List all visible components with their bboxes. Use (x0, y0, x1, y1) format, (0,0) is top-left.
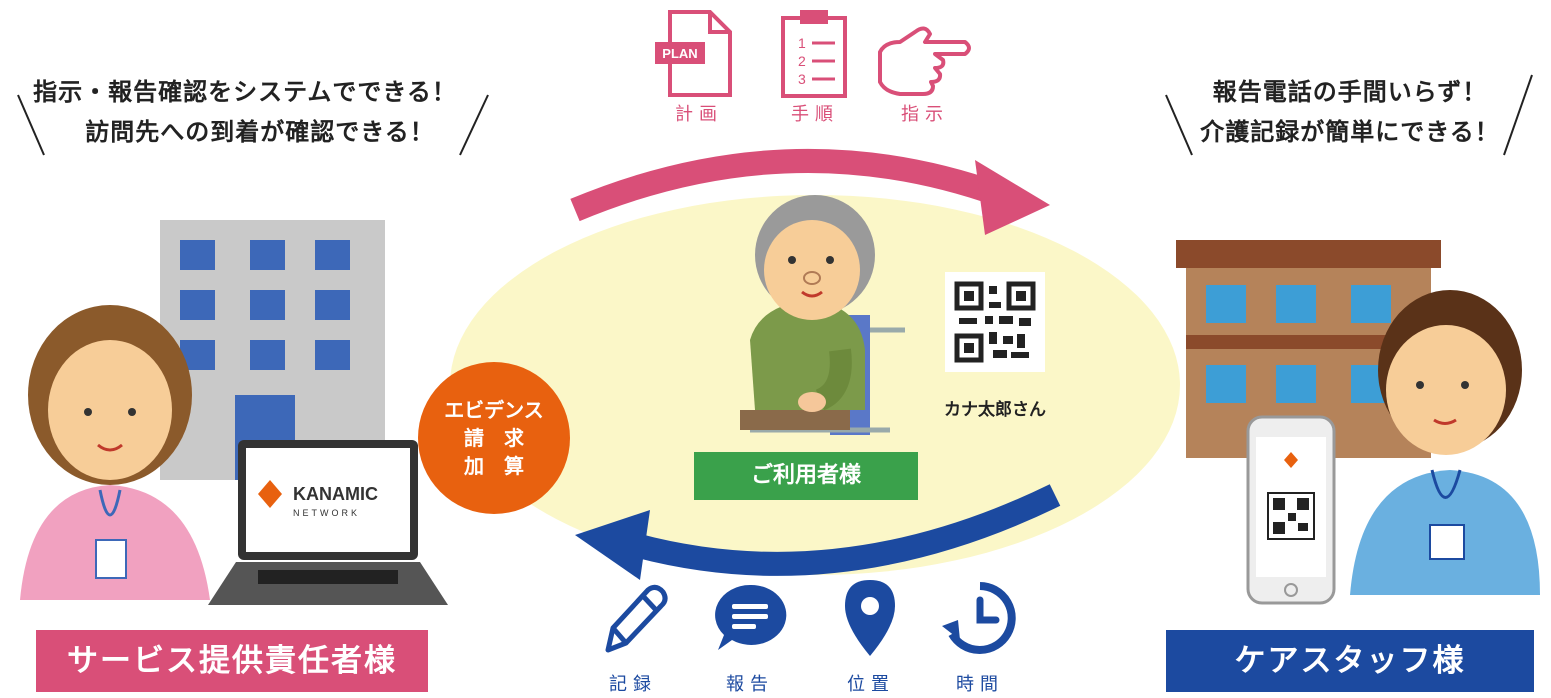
top-arrow (570, 148, 1005, 222)
svg-text:1: 1 (798, 35, 806, 51)
qr-code (945, 272, 1045, 372)
right-callout: 報告電話の手間いらず！ 介護記録が簡単にできる！ (1180, 72, 1520, 152)
care-staff-illustration (1350, 290, 1540, 595)
bottom-arrow (631, 484, 1061, 576)
left-callout-line1: 指示・報告確認をシステムでできる！ (33, 78, 457, 106)
location-label: 位置 (847, 674, 895, 695)
plan-label: 計画 (675, 104, 723, 125)
user-badge-label: ご利用者様 (750, 463, 861, 488)
laptop-brand-line1: KANAMIC (293, 484, 378, 504)
service-manager-illustration (20, 305, 210, 600)
service-manager-banner-label: サービス提供責任者様 (67, 643, 397, 679)
pointing-hand-icon (878, 26, 971, 96)
evidence-circle: エビデンス 請 求 加 算 (418, 362, 570, 514)
smartphone-illustration (1246, 415, 1336, 605)
time-label: 時間 (956, 674, 1004, 695)
laptop-brand-line2: NETWORK (293, 508, 360, 518)
left-callout: 指示・報告確認をシステムでできる！ 訪問先への到着が確認できる！ (10, 72, 480, 152)
qr-caption: カナ太郎さん (944, 400, 1046, 420)
evidence-line3: 加 算 (464, 454, 524, 478)
right-callout-line2: 介護記録が簡単にできる！ (1200, 118, 1500, 146)
pencil-icon (605, 584, 668, 653)
chat-bubble-icon (715, 584, 787, 650)
care-staff-banner-label: ケアスタッフ様 (1234, 643, 1466, 679)
instruction-label: 指示 (901, 104, 949, 125)
left-callout-line2: 訪問先への到着が確認できる！ (85, 118, 435, 146)
report-label: 報告 (726, 674, 774, 695)
user-badge: ご利用者様 (694, 452, 918, 500)
procedure-icon: 1 2 3 (781, 10, 847, 98)
care-staff-banner: ケアスタッフ様 (1166, 630, 1534, 692)
svg-text:3: 3 (798, 71, 806, 87)
plan-badge-text: PLAN (662, 46, 697, 61)
location-pin-icon (845, 580, 895, 656)
clock-icon (942, 582, 1016, 654)
procedure-label: 手順 (791, 104, 839, 125)
elderly-user-illustration (740, 195, 905, 435)
evidence-line1: エビデンス (444, 398, 544, 422)
svg-text:2: 2 (798, 53, 806, 69)
laptop-illustration: KANAMIC NETWORK (208, 440, 448, 605)
bottom-arrowhead (575, 510, 650, 580)
record-label: 記録 (609, 674, 657, 695)
plan-icon: PLAN (655, 10, 732, 97)
right-callout-line1: 報告電話の手間いらず！ (1212, 78, 1488, 106)
service-manager-banner: サービス提供責任者様 (36, 630, 428, 692)
top-arrowhead (975, 160, 1050, 235)
evidence-line2: 請 求 (464, 426, 524, 450)
